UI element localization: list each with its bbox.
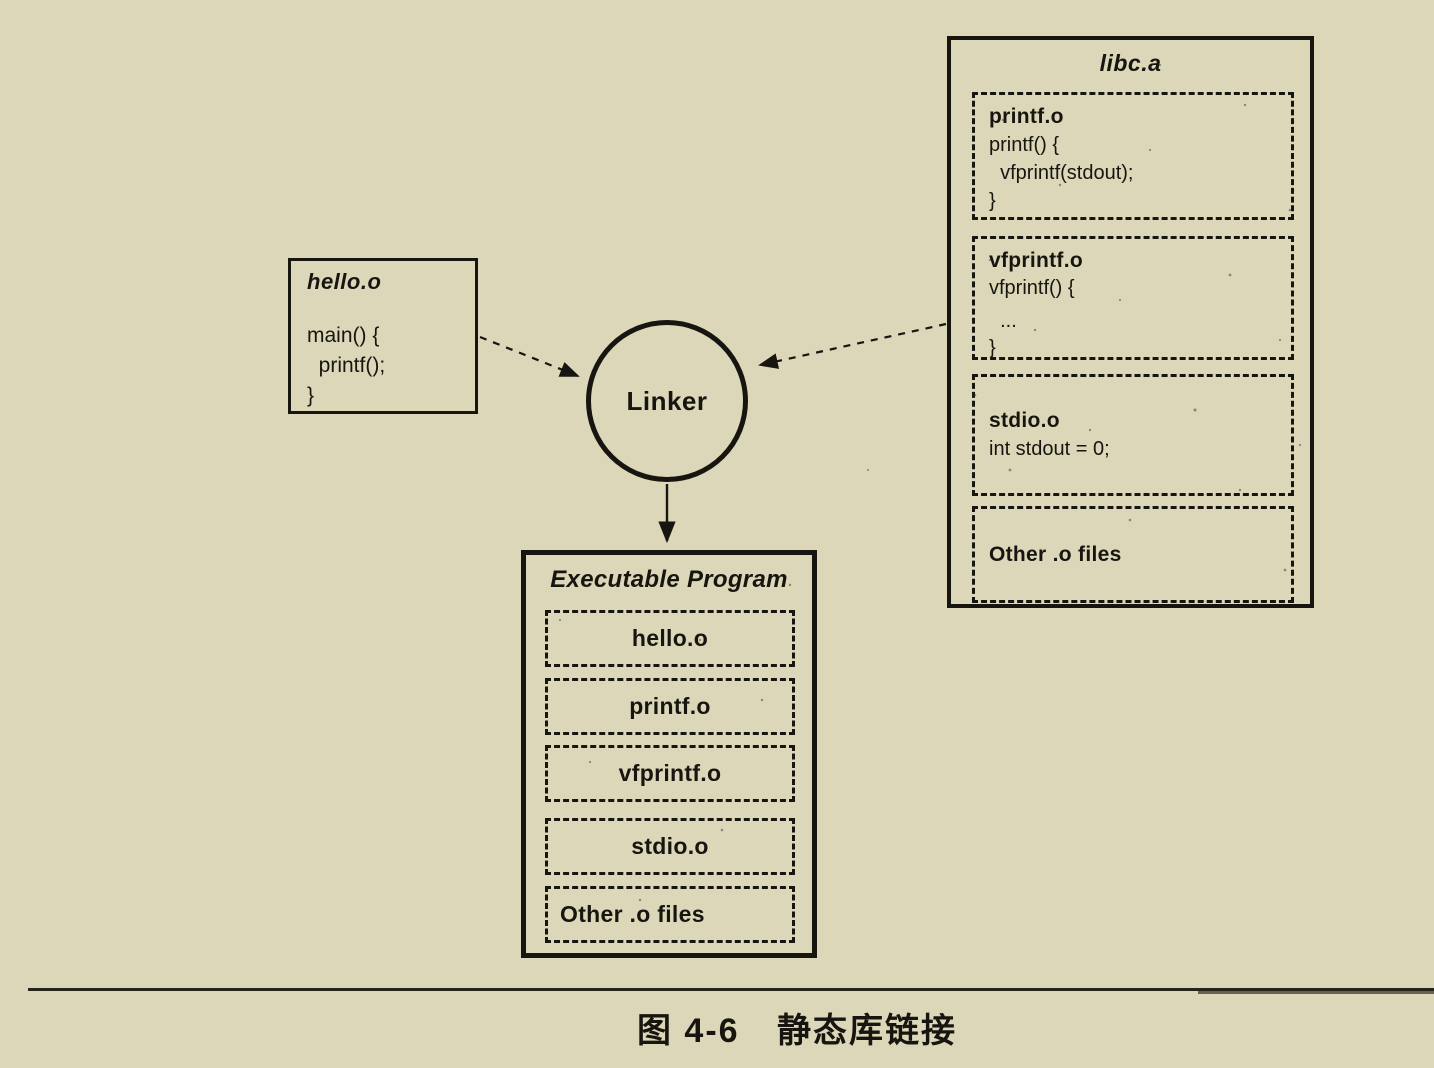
libc-module-other-o-files: Other .o files xyxy=(972,506,1294,603)
hello-o-title: hello.o xyxy=(307,269,382,294)
caption-divider-artifact xyxy=(1198,991,1434,994)
module-name: stdio.o xyxy=(989,409,1060,432)
figure-caption: 图 4-6 静态库链接 xyxy=(160,1003,1434,1052)
executable-program-box: Executable Program hello.o printf.o vfpr… xyxy=(521,550,817,958)
libc-a-title: libc.a xyxy=(1099,50,1162,76)
exe-module-hello-o: hello.o xyxy=(545,610,795,667)
exe-module-vfprintf-o: vfprintf.o xyxy=(545,745,795,802)
figure-title: 静态库链接 xyxy=(777,1012,958,1050)
module-code: printf() { vfprintf(stdout); } xyxy=(989,131,1277,215)
module-name: vfprintf.o xyxy=(989,249,1083,272)
figure-number: 图 4-6 xyxy=(636,1012,740,1050)
module-code: int stdout = 0; xyxy=(989,435,1277,463)
linker-label: Linker xyxy=(626,385,708,416)
code-line: vfprintf(stdout); xyxy=(989,162,1134,184)
code-line: int stdout = 0; xyxy=(989,438,1110,460)
libc-module-printf-o: printf.o printf() { vfprintf(stdout); } xyxy=(972,92,1294,220)
code-line: ... xyxy=(989,310,1017,332)
exe-module-other-o-files: Other .o files xyxy=(545,886,795,943)
code-line: } xyxy=(989,337,996,359)
code-line: } xyxy=(989,190,996,212)
linker-node: Linker xyxy=(586,320,748,482)
code-line: } xyxy=(307,384,315,407)
code-line: main() { xyxy=(307,324,380,347)
caption-divider xyxy=(28,988,1434,991)
module-code: vfprintf() { ... } xyxy=(989,275,1277,359)
code-line: printf(); xyxy=(307,354,386,377)
arrow-libc-to-linker xyxy=(758,322,947,369)
hello-o-box: hello.o main() { printf(); } xyxy=(288,258,478,414)
code-line: printf() { xyxy=(989,134,1060,156)
module-name: printf.o xyxy=(989,105,1064,128)
hello-o-code: main() { printf(); } xyxy=(307,321,459,411)
module-name: Other .o files xyxy=(989,542,1122,566)
libc-a-box: libc.a printf.o printf() { vfprintf(stdo… xyxy=(947,36,1314,608)
libc-module-vfprintf-o: vfprintf.o vfprintf() { ... } xyxy=(972,236,1294,360)
libc-module-stdio-o: stdio.o int stdout = 0; xyxy=(972,374,1294,496)
exe-module-stdio-o: stdio.o xyxy=(545,818,795,875)
arrow-hello-to-linker xyxy=(479,335,580,378)
code-line: vfprintf() { xyxy=(989,277,1075,299)
exe-module-printf-o: printf.o xyxy=(545,678,795,735)
executable-program-title: Executable Program xyxy=(550,566,788,593)
